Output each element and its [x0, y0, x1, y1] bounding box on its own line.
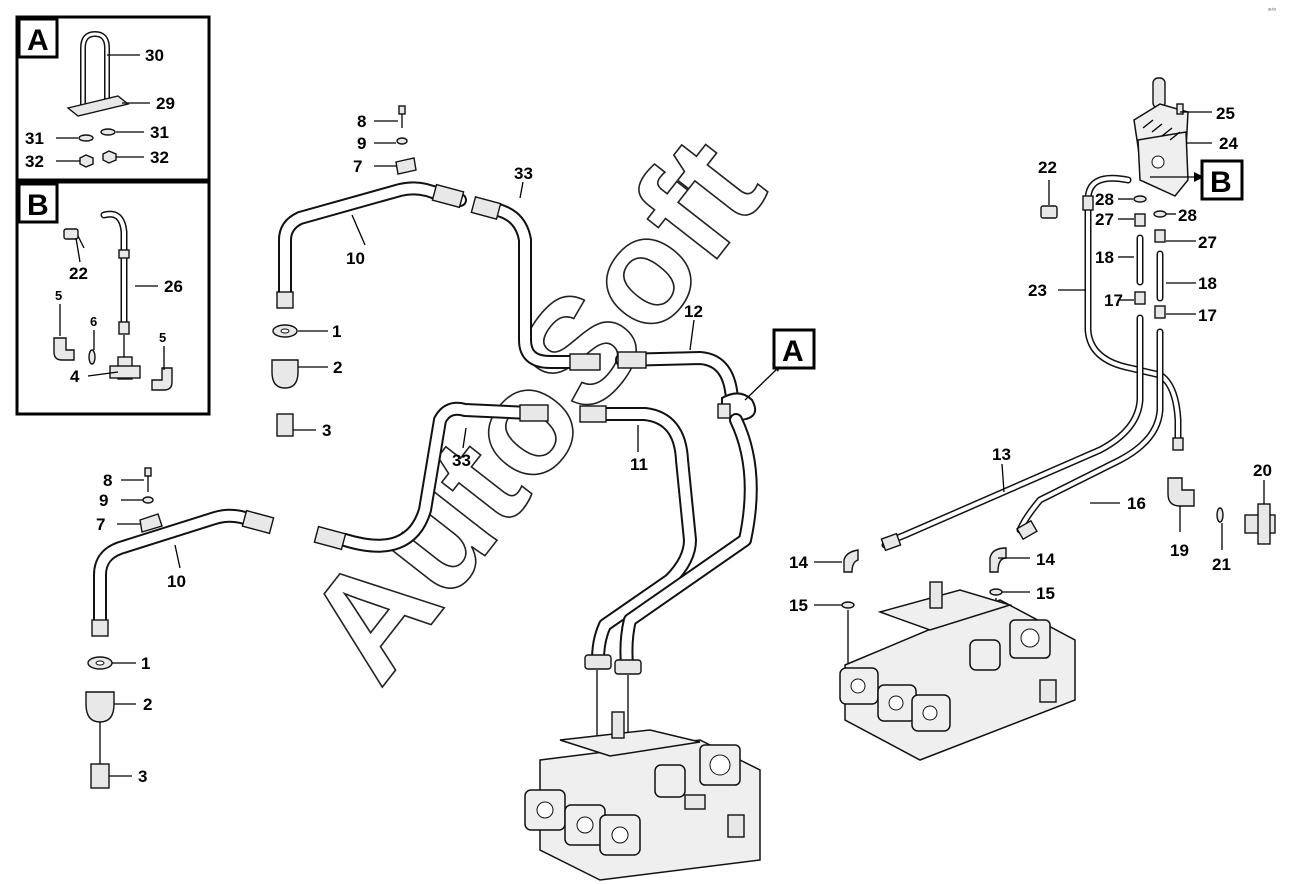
callout-box-a: A: [744, 328, 816, 401]
callout-30: 30: [145, 46, 164, 65]
callout-2: 2: [333, 358, 342, 377]
callout-22: 22: [69, 264, 88, 283]
hose-assembly-upper: 8 9 7 1 2 3 10 33 12: [271, 105, 756, 440]
callout-18: 18: [1198, 274, 1217, 293]
inset-a-tag: [17, 17, 59, 59]
callout-1: 1: [141, 654, 150, 673]
callout-33: 33: [514, 164, 533, 183]
callout-20: 20: [1253, 461, 1272, 480]
callout-8: 8: [103, 471, 112, 490]
callout-4: 4: [70, 367, 80, 386]
callout-33: 33: [452, 451, 471, 470]
callout-box-b-letter: B: [1210, 166, 1232, 199]
inset-b: B 26 22 5 6 4 5: [15, 180, 211, 416]
inset-a-letter: A: [27, 24, 49, 57]
callout-9: 9: [357, 134, 366, 153]
callout-32: 32: [150, 148, 169, 167]
hose-assembly-lower: 8 9 7 1 2 3 10 33 11: [85, 401, 758, 789]
callout-22: 22: [1038, 158, 1057, 177]
callout-28: 28: [1178, 206, 1197, 225]
callout-23: 23: [1028, 281, 1047, 300]
callout-16: 16: [1127, 494, 1146, 513]
callout-5: 5: [159, 330, 166, 345]
callout-28: 28: [1095, 190, 1114, 209]
hose-assembly-right: 25 24 B 22 23 28: [789, 77, 1276, 615]
callout-9: 9: [99, 491, 108, 510]
callout-17: 17: [1198, 306, 1217, 325]
callout-17: 17: [1104, 291, 1123, 310]
callout-24: 24: [1219, 134, 1238, 153]
callout-31: 31: [150, 123, 169, 142]
callout-7: 7: [96, 515, 105, 534]
callout-15: 15: [1036, 584, 1055, 603]
callout-27: 27: [1198, 233, 1217, 252]
callout-21: 21: [1212, 555, 1231, 574]
corner-mark: ᵃᵘᵗᵒ: [1268, 7, 1277, 14]
inset-b-letter: B: [27, 189, 49, 222]
callout-32: 32: [25, 152, 44, 171]
callout-10: 10: [346, 249, 365, 268]
callout-18: 18: [1095, 248, 1114, 267]
callout-8: 8: [357, 112, 366, 131]
control-valve-right: [839, 581, 1076, 761]
inset-b-tag: [17, 182, 59, 224]
callout-19: 19: [1170, 541, 1189, 560]
callout-10: 10: [167, 572, 186, 591]
callout-12: 12: [684, 302, 703, 321]
callout-11: 11: [630, 455, 648, 474]
callout-25: 25: [1216, 104, 1235, 123]
callout-3: 3: [322, 421, 331, 440]
callout-6: 6: [90, 314, 97, 329]
callout-15: 15: [789, 596, 808, 615]
callout-1: 1: [332, 322, 341, 341]
callout-27: 27: [1095, 210, 1114, 229]
callout-31: 31: [25, 129, 44, 148]
callout-7: 7: [353, 157, 362, 176]
callout-box-a-letter: A: [782, 335, 804, 368]
control-valve-left: [524, 711, 761, 881]
callout-13: 13: [992, 445, 1011, 464]
callout-26: 26: [164, 277, 183, 296]
callout-29: 29: [156, 94, 175, 113]
callout-14: 14: [789, 553, 808, 572]
callout-2: 2: [143, 695, 152, 714]
callout-14: 14: [1036, 550, 1055, 569]
inset-a: A 30 29 31 31 32 32: [15, 15, 211, 182]
callout-5: 5: [55, 288, 62, 303]
callout-3: 3: [138, 767, 147, 786]
